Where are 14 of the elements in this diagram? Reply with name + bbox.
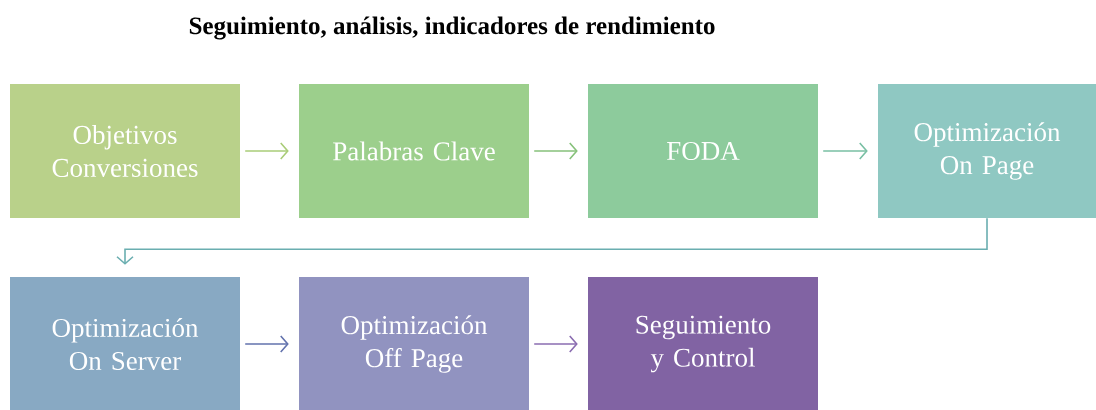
process-box: Optimización On Page — [878, 84, 1096, 218]
process-box: Objetivos Conversiones — [10, 84, 240, 218]
arrow — [244, 142, 289, 160]
arrow — [244, 335, 289, 353]
process-box: Optimización On Server — [10, 277, 240, 410]
process-box: Palabras Clave — [299, 84, 529, 218]
process-box: Optimización Off Page — [299, 277, 529, 410]
arrow — [533, 142, 578, 160]
title: Seguimiento, análisis, indicadores de rendimiento — [189, 16, 715, 40]
arrow — [822, 142, 868, 160]
arrow — [116, 217, 988, 265]
arrow — [533, 335, 578, 353]
process-box: Seguimiento y Control — [588, 277, 818, 410]
process-box: FODA — [588, 84, 818, 218]
